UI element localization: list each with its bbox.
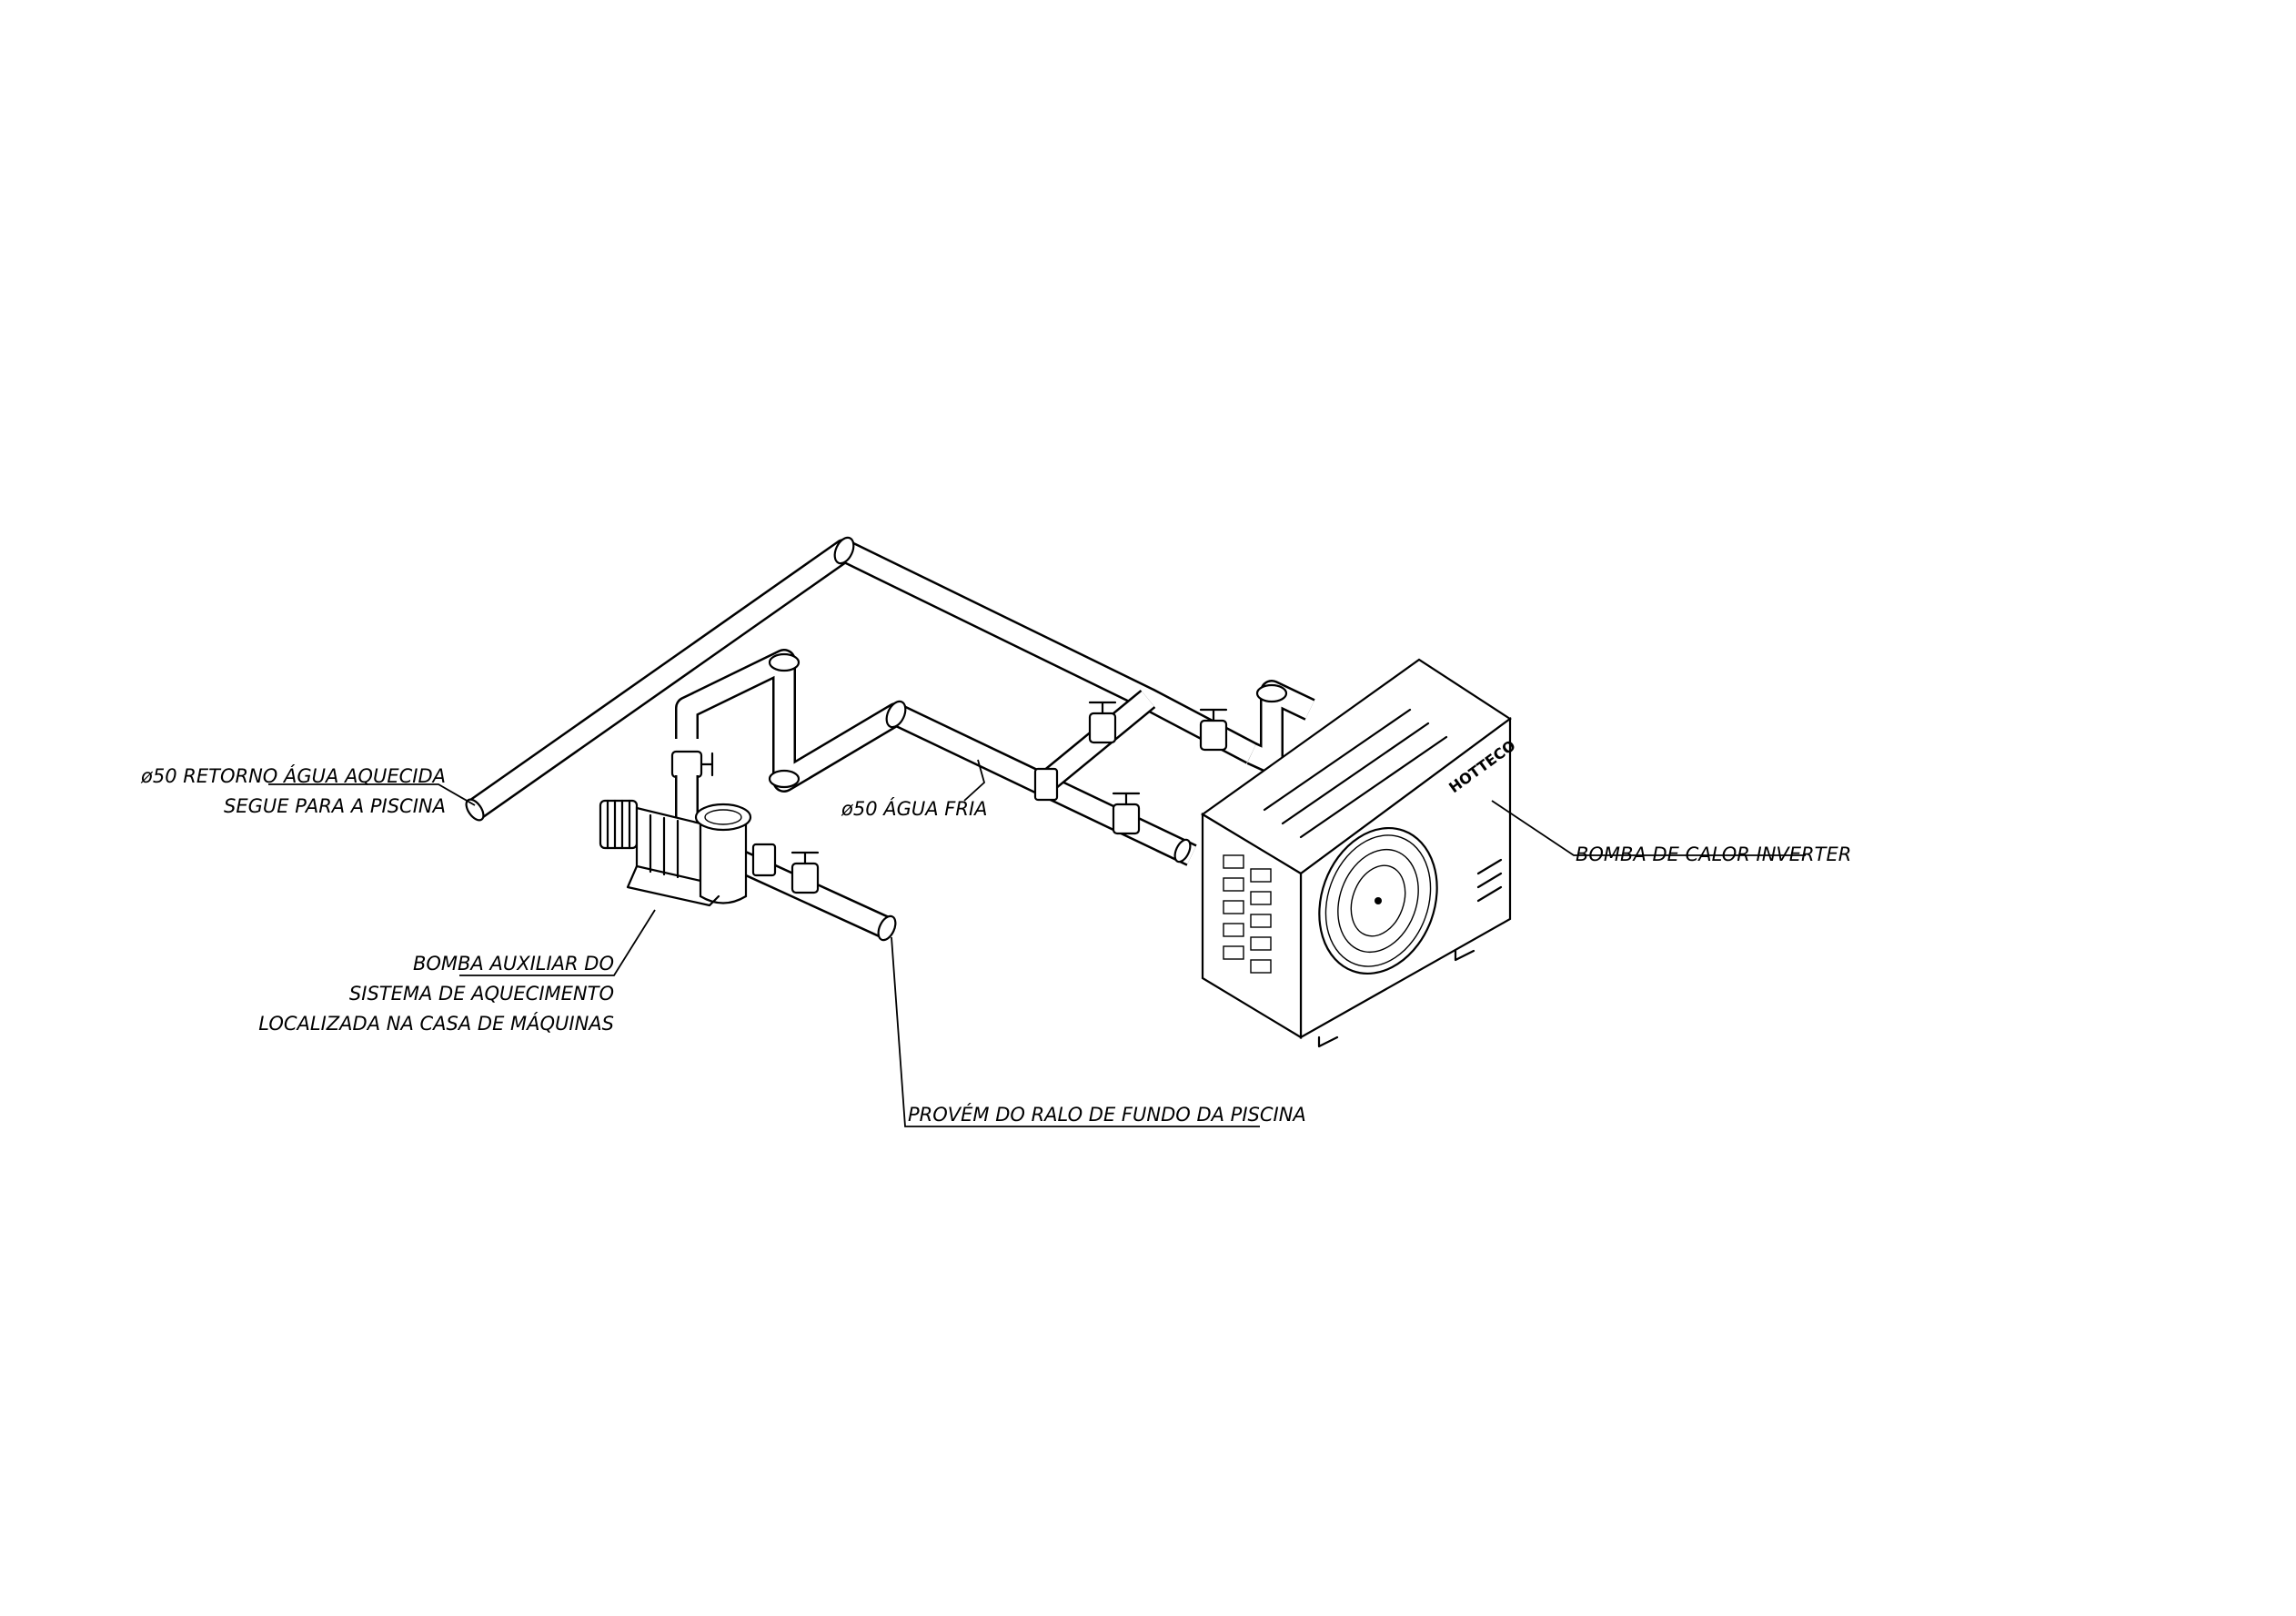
ball-valve [1112, 792, 1141, 835]
annotation-labels: ø50 RETORNO ÁGUA AQUECIDA SEGUE PARA A P… [140, 764, 1851, 1126]
pipe-network [465, 536, 1315, 942]
ball-valve [670, 750, 714, 779]
ball-valve [1088, 701, 1117, 744]
auxiliary-pump [599, 775, 752, 907]
union-fitting [751, 843, 777, 877]
aux-pump-label-2: SISTEMA DE AQUECIMENTO [349, 983, 614, 1005]
side-grille [1223, 854, 1272, 974]
return-line-label-2: SEGUE PARA A PISCINA [224, 795, 446, 817]
union-fitting [1033, 767, 1059, 802]
heat-pump-label: BOMBA DE CALOR INVERTER [1576, 843, 1851, 865]
heat-pump-inlet-pipe [1038, 680, 1315, 793]
fan-grille [1318, 826, 1438, 975]
heat-pump-side [1201, 813, 1303, 1039]
pump-motor-cap [599, 799, 639, 850]
drain-label: PROVÉM DO RALO DE FUNDO DA PISCINA [908, 1103, 1306, 1126]
return-line-label-1: ø50 RETORNO ÁGUA AQUECIDA [140, 764, 446, 787]
ball-valve [791, 851, 820, 894]
pump-strainer-basket [699, 813, 748, 904]
cold-water-pipe [675, 649, 1197, 866]
return-hot-water-pipe [465, 536, 1258, 822]
aux-pump-label-3: LOCALIZADA NA CASA DE MÁQUINAS [258, 1012, 614, 1035]
cold-water-label: ø50 ÁGUA FRIA [841, 797, 988, 820]
aux-pump-label-1: BOMBA AUXILIAR DO [413, 953, 614, 975]
strainer-lid [694, 803, 752, 832]
heat-pump-unit: HOTTECO [1200, 658, 1518, 1048]
ball-valve [1199, 708, 1228, 752]
leader-lines [268, 759, 1806, 1127]
